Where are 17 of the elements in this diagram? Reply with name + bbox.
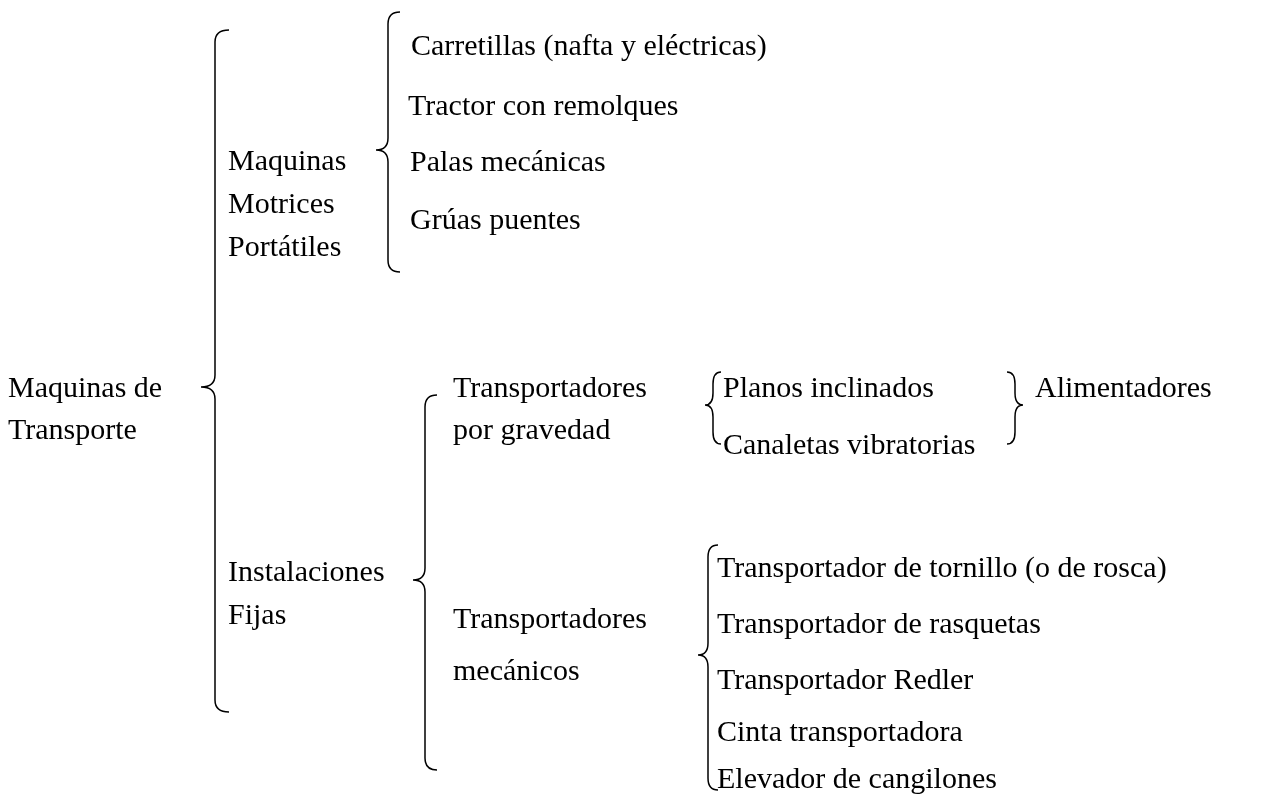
item-label: Transportador de rasquetas — [717, 607, 1041, 639]
item-label: Planos inclinados — [723, 371, 934, 403]
item-label: Palas mecánicas — [410, 145, 606, 177]
item-label: Carretillas (nafta y eléctricas) — [411, 29, 767, 61]
item-label: Tractor con remolques — [408, 89, 679, 121]
category-label: Maquinas de Transporte — [8, 369, 164, 447]
item-label: Elevador de cangilones — [717, 762, 997, 794]
item-label: Transportador de tornillo (o de rosca) — [717, 551, 1167, 583]
category-label: Maquinas Motrices Portátiles — [228, 142, 347, 264]
category-label: Transportadores por gravedad — [453, 369, 648, 447]
item-label: Canaletas vibratorias — [723, 428, 976, 460]
category-label: Alimentadores — [1035, 371, 1212, 403]
item-label: Grúas puentes — [410, 203, 581, 235]
item-label: Cinta transportadora — [717, 715, 963, 747]
item-label: Transportador Redler — [717, 663, 974, 695]
category-label: Instalaciones Fijas — [228, 553, 385, 632]
category-label: Transportadores mecánicos — [453, 600, 647, 688]
